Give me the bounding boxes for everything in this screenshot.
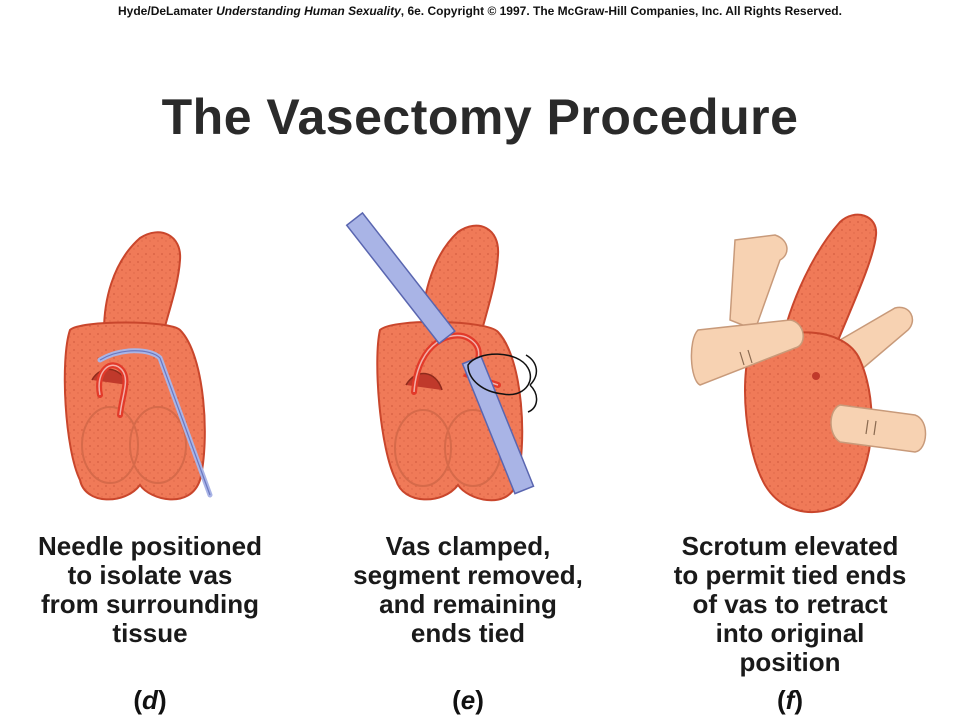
credit-rest: , 6e. Copyright © 1997. The McGraw-Hill … [400,4,842,18]
page-title: The Vasectomy Procedure [161,89,799,145]
panel-e: Vas clamped, segment removed, and remain… [318,180,618,720]
finger-left-shape [690,319,804,386]
panel-f: Scrotum elevated to permit tied ends of … [640,180,940,720]
credit-authors: Hyde/DeLamater [118,4,213,18]
illustration-needle-positioned [63,231,213,501]
credit-book-title: Understanding Human Sexuality [216,4,401,18]
illustration-vas-clamped [345,211,538,502]
incision-site-shape [812,372,820,380]
step-label-f: (f) [776,685,803,715]
testis-left-shape [81,406,139,484]
testis-left-shape [394,409,452,487]
finger-upper-left-shape [729,234,788,331]
caption-d: Needle positioned to isolate vas from su… [38,531,262,648]
step-label-e: (e) [452,685,484,715]
panel-d: Needle positioned to isolate vas from su… [0,180,300,720]
step-label-d: (d) [133,685,167,715]
finger-right-shape [830,404,927,453]
clamp-upper-shape [345,211,456,345]
copyright-credit: Hyde/DeLamater Understanding Human Sexua… [0,4,960,18]
caption-e: Vas clamped, segment removed, and remain… [353,531,583,648]
suture-shape [467,353,532,396]
testis-right-shape [129,406,187,484]
illustration-scrotum-elevated [690,213,927,514]
caption-f: Scrotum elevated to permit tied ends of … [673,531,907,677]
